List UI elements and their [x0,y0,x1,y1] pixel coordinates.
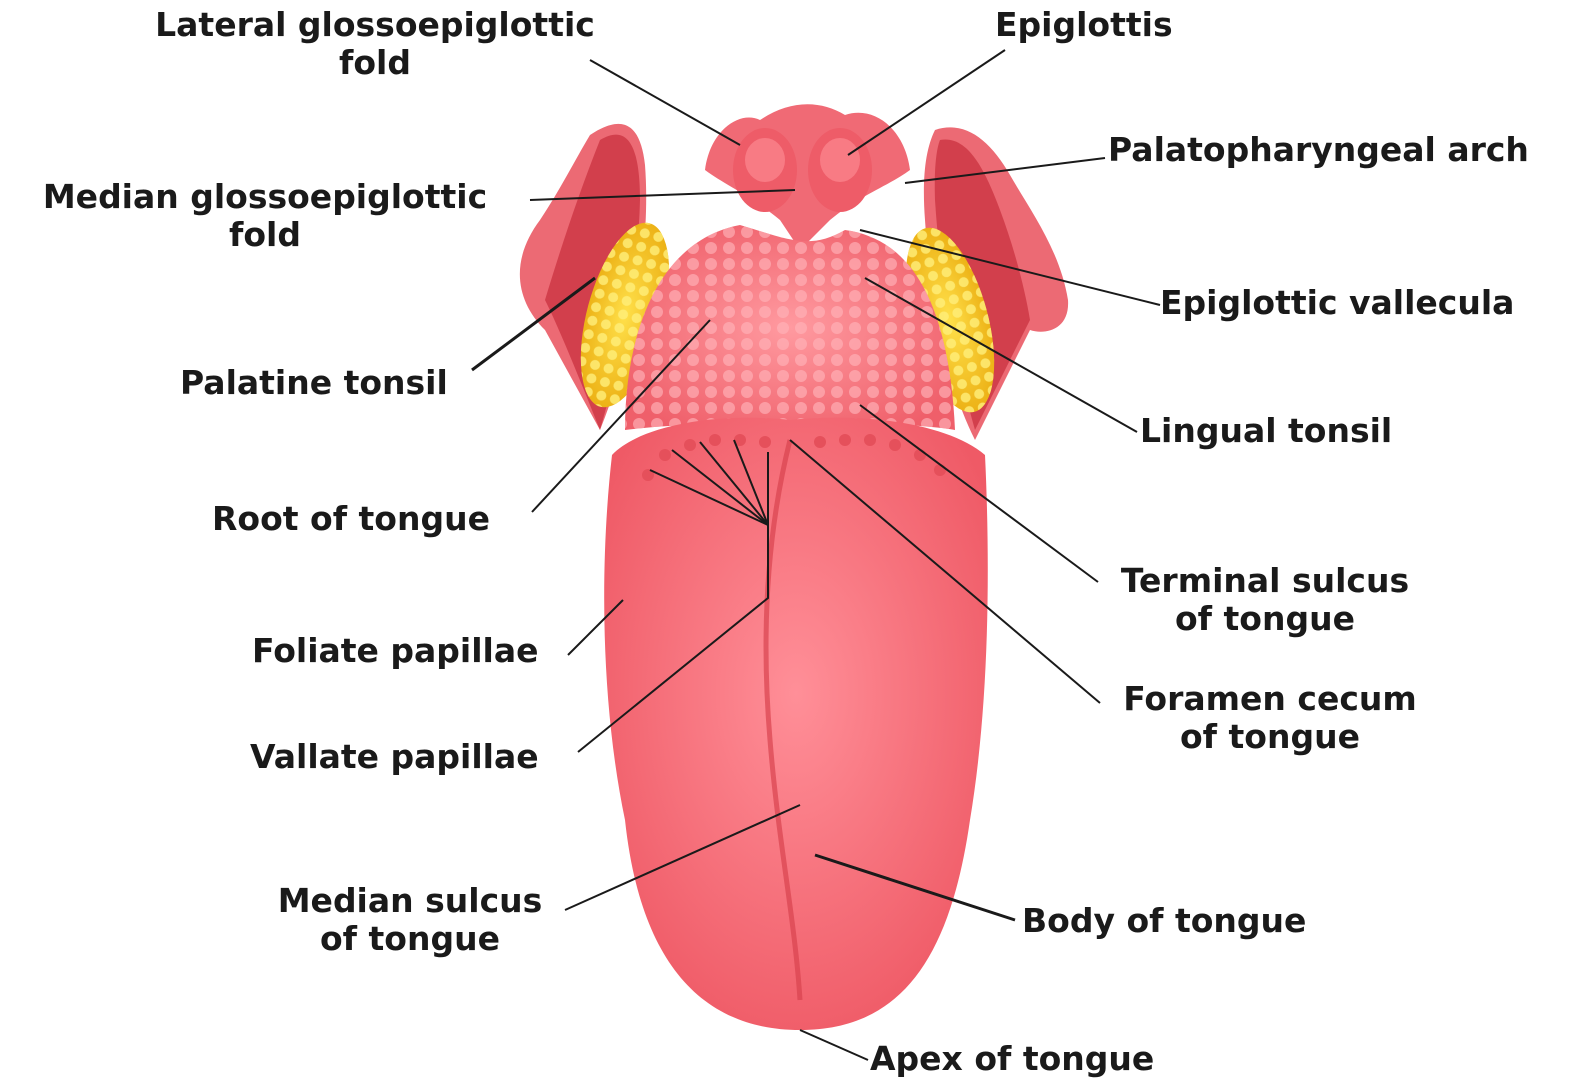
label-terminal-sulcus: Terminal sulcus of tongue [1095,562,1435,638]
leader-epiglottis [848,50,1005,155]
label-body-of-tongue: Body of tongue [1022,902,1306,940]
label-palatine-tonsil: Palatine tonsil [180,364,448,402]
label-apex-of-tongue: Apex of tongue [870,1040,1154,1078]
label-median-sulcus: Median sulcus of tongue [250,882,570,958]
label-vallate-papillae: Vallate papillae [250,738,539,776]
label-epiglottis: Epiglottis [995,6,1173,44]
label-root-of-tongue: Root of tongue [212,500,490,538]
label-epiglottic-vallecula: Epiglottic vallecula [1160,284,1514,322]
label-lateral-glossoepiglottic-fold: Lateral glossoepiglottic fold [130,6,620,82]
label-palatopharyngeal-arch: Palatopharyngeal arch [1108,131,1529,169]
label-lingual-tonsil: Lingual tonsil [1140,412,1392,450]
label-median-glossoepiglottic-fold: Median glossoepiglottic fold [15,178,515,254]
leader-apex-of-tongue [800,1030,868,1060]
label-foramen-cecum: Foramen cecum of tongue [1100,680,1440,756]
label-foliate-papillae: Foliate papillae [252,632,539,670]
